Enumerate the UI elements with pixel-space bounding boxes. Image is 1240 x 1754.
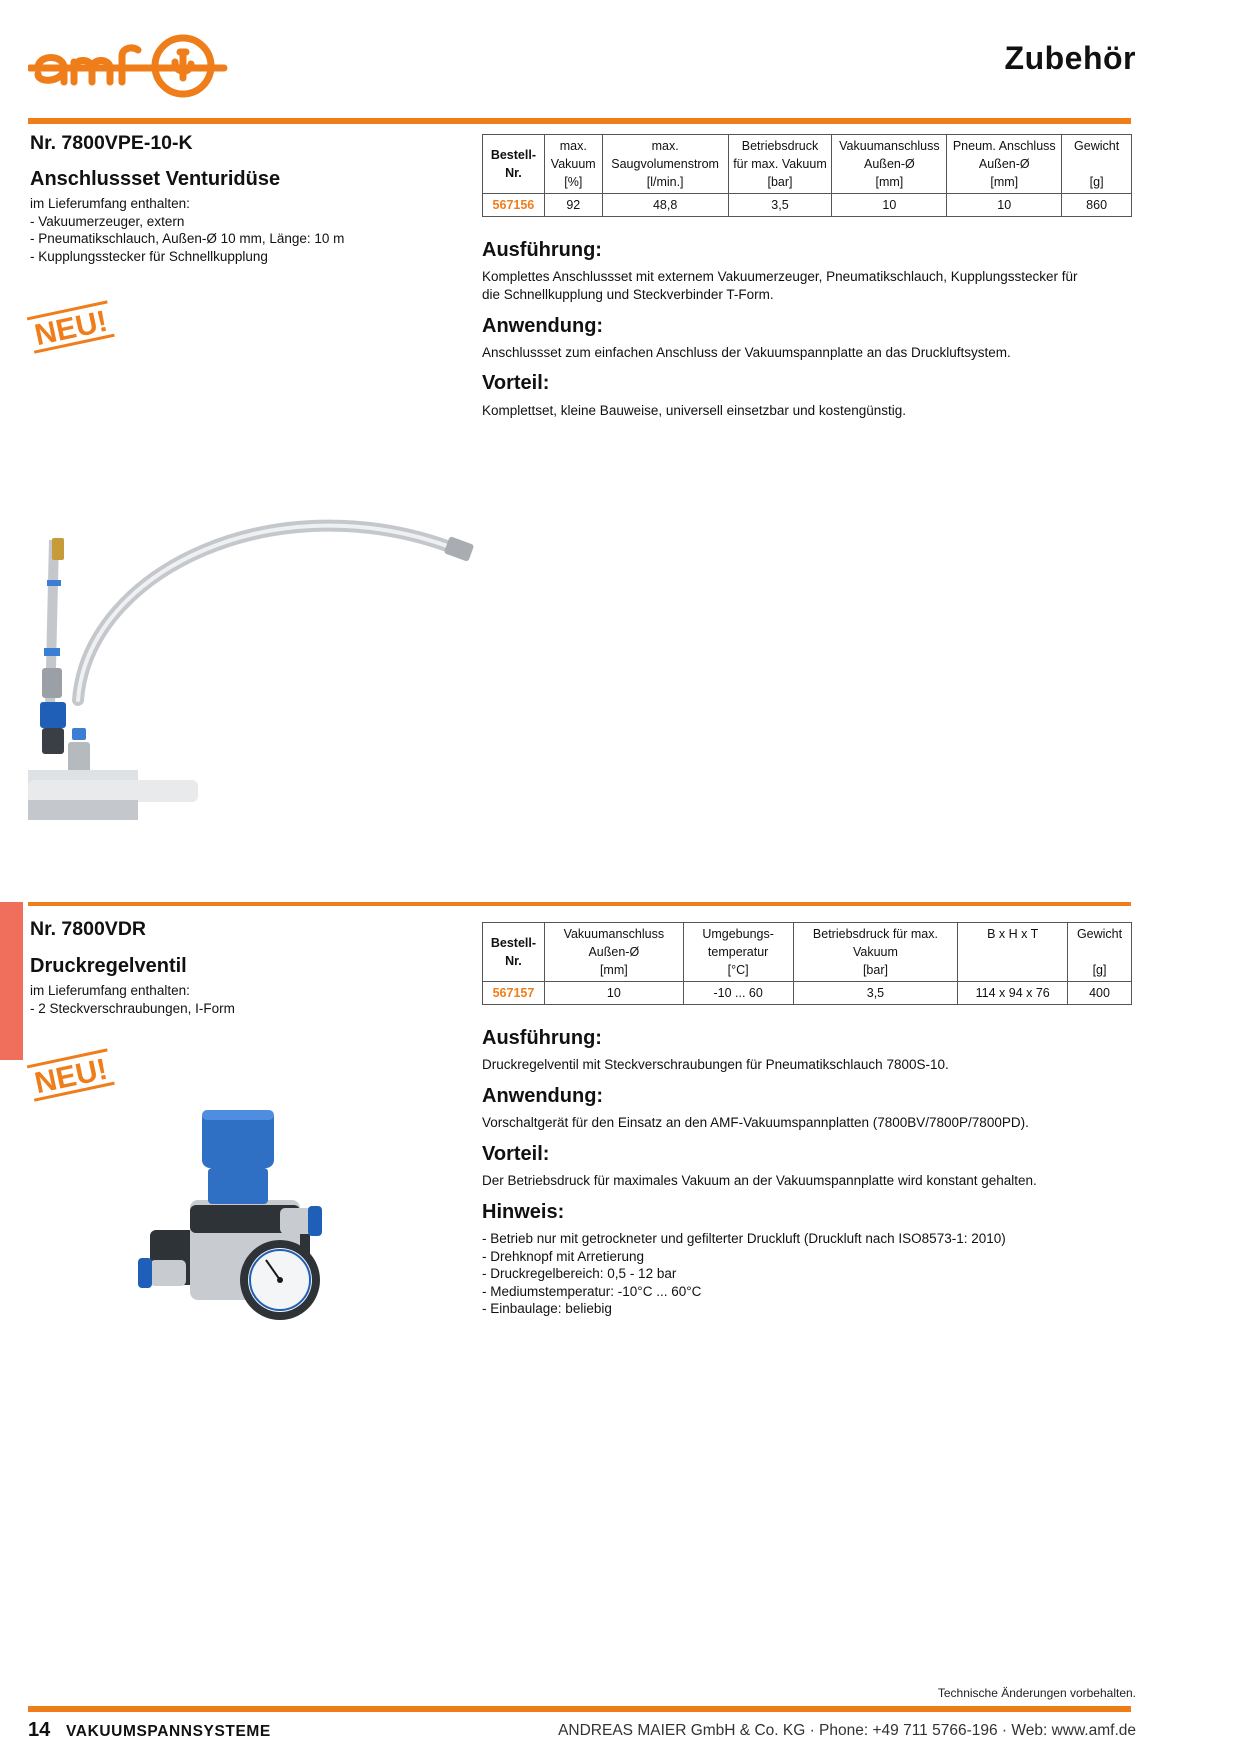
column-header: max.Vakuum[%] <box>543 134 603 194</box>
scope-list: im Lieferumfang enthalten: - 2 Steckvers… <box>30 982 235 1017</box>
section-heading: Vorteil: <box>482 372 550 394</box>
table-cell: 10 <box>831 193 948 217</box>
neu-badge-text: NEU! <box>32 1053 111 1101</box>
section-text: Druckregelventil mit Steckverschraubunge… <box>482 1056 1132 1074</box>
column-header: Betriebsdruck für max.Vakuum[bar] <box>792 922 959 982</box>
product-name: Anschlussset Venturidüse <box>30 168 281 190</box>
table-cell: 860 <box>1061 193 1132 217</box>
product-number: Nr. 7800VDR <box>30 918 146 940</box>
table-cell: 3,5 <box>727 193 833 217</box>
text-line: - Mediumstemperatur: -10°C ... 60°C <box>482 1283 702 1299</box>
section-text: - Betrieb nur mit getrockneter und gefil… <box>482 1230 1132 1318</box>
column-header: Bestell-Nr. <box>482 134 545 194</box>
column-header: Umgebungs-temperatur[°C] <box>682 922 794 982</box>
table-cell: 3,5 <box>792 981 959 1005</box>
section-heading: Vorteil: <box>482 1143 550 1165</box>
neu-badge-text: NEU! <box>32 305 111 353</box>
text-line: - Einbaulage: beliebig <box>482 1301 612 1316</box>
column-header: Bestell-Nr. <box>482 922 545 982</box>
scope-line: - Kupplungsstecker für Schnellkupplung <box>30 248 268 264</box>
pressure-regulator-image <box>138 1110 322 1320</box>
text-line: - Drehknopf mit Arretierung <box>482 1248 645 1264</box>
text-line: Komplettset, kleine Bauweise, universell… <box>482 403 906 418</box>
order-number-cell[interactable]: 567157 <box>482 981 545 1005</box>
table-cell: 48,8 <box>601 193 729 217</box>
section-heading: Anwendung: <box>482 1085 604 1107</box>
scope-line: - Vakuumerzeuger, extern <box>30 213 185 229</box>
table-cell: 114 x 94 x 76 <box>957 981 1069 1005</box>
page-title: Zubehör <box>1004 40 1136 76</box>
text-line: Komplettes Anschlussset mit externem Vak… <box>482 269 1078 284</box>
footer-note: Technische Änderungen vorbehalten. <box>937 1686 1136 1700</box>
table-cell: 10 <box>946 193 1063 217</box>
neu-badge-icon: NEU! <box>26 1048 115 1102</box>
section-text: Komplettes Anschlussset mit externem Vak… <box>482 268 1132 303</box>
column-header: B x H x T <box>957 922 1069 982</box>
scope-line: im Lieferumfang enthalten: <box>30 983 190 998</box>
table-cell: 92 <box>543 193 603 217</box>
column-header: max.Saugvolumenstrom[l/min.] <box>601 134 729 194</box>
table-cell: -10 ... 60 <box>682 981 794 1005</box>
section-heading: Hinweis: <box>482 1201 565 1223</box>
text-line: - Druckregelbereich: 0,5 - 12 bar <box>482 1266 677 1281</box>
table-header-row: Bestell-Nr. max.Vakuum[%] max.Saugvolume… <box>482 134 1132 194</box>
side-tab <box>0 902 23 1060</box>
section-heading: Ausführung: <box>482 1027 602 1049</box>
table-row: 567156 92 48,8 3,5 10 10 860 <box>482 193 1132 217</box>
text-line: Vorschaltgerät für den Einsatz an den AM… <box>482 1115 1029 1130</box>
section-text: Komplettset, kleine Bauweise, universell… <box>482 402 1132 420</box>
section-heading: Anwendung: <box>482 315 604 337</box>
section-heading: Ausführung: <box>482 239 602 261</box>
amf-logo-icon[interactable] <box>28 34 228 104</box>
section-rule <box>28 902 1131 906</box>
column-header: Gewicht[g] <box>1061 134 1132 194</box>
text-line: die Schnellkupplung und Steckverbinder T… <box>482 286 774 302</box>
footer-rule <box>28 1706 1131 1712</box>
product-number: Nr. 7800VPE-10-K <box>30 132 193 154</box>
footer-category: VAKUUMSPANNSYSTEME <box>66 1723 271 1740</box>
section-text: Der Betriebsdruck für maximales Vakuum a… <box>482 1172 1132 1190</box>
table-row: 567157 10 -10 ... 60 3,5 114 x 94 x 76 4… <box>482 981 1132 1005</box>
text-line: - Betrieb nur mit getrockneter und gefil… <box>482 1231 1006 1246</box>
product-name: Druckregelventil <box>30 955 187 977</box>
table-cell: 400 <box>1067 981 1132 1005</box>
column-header: Gewicht[g] <box>1067 922 1132 982</box>
header-rule <box>28 118 1131 124</box>
scope-line: im Lieferumfang enthalten: <box>30 196 190 211</box>
neu-badge-icon: NEU! <box>26 300 115 354</box>
spec-table: Bestell-Nr. max.Vakuum[%] max.Saugvolume… <box>482 134 1132 217</box>
section-text: Anschlussset zum einfachen Anschluss der… <box>482 344 1132 362</box>
scope-line: - 2 Steckverschraubungen, I-Form <box>30 1000 235 1016</box>
table-cell: 10 <box>543 981 684 1005</box>
text-line: Druckregelventil mit Steckverschraubunge… <box>482 1057 949 1072</box>
page-number: 14 <box>28 1719 51 1741</box>
text-line: Anschlussset zum einfachen Anschluss der… <box>482 345 1011 360</box>
section-text: Vorschaltgerät für den Einsatz an den AM… <box>482 1114 1132 1132</box>
vacuum-hose-set-image <box>28 519 474 820</box>
order-number-cell[interactable]: 567156 <box>482 193 545 217</box>
scope-list: im Lieferumfang enthalten: - Vakuumerzeu… <box>30 195 344 265</box>
footer-company[interactable]: ANDREAS MAIER GmbH & Co. KG · Phone: +49… <box>558 1722 1136 1739</box>
scope-line: - Pneumatikschlauch, Außen-Ø 10 mm, Läng… <box>30 231 345 246</box>
text-line: Der Betriebsdruck für maximales Vakuum a… <box>482 1173 1037 1188</box>
